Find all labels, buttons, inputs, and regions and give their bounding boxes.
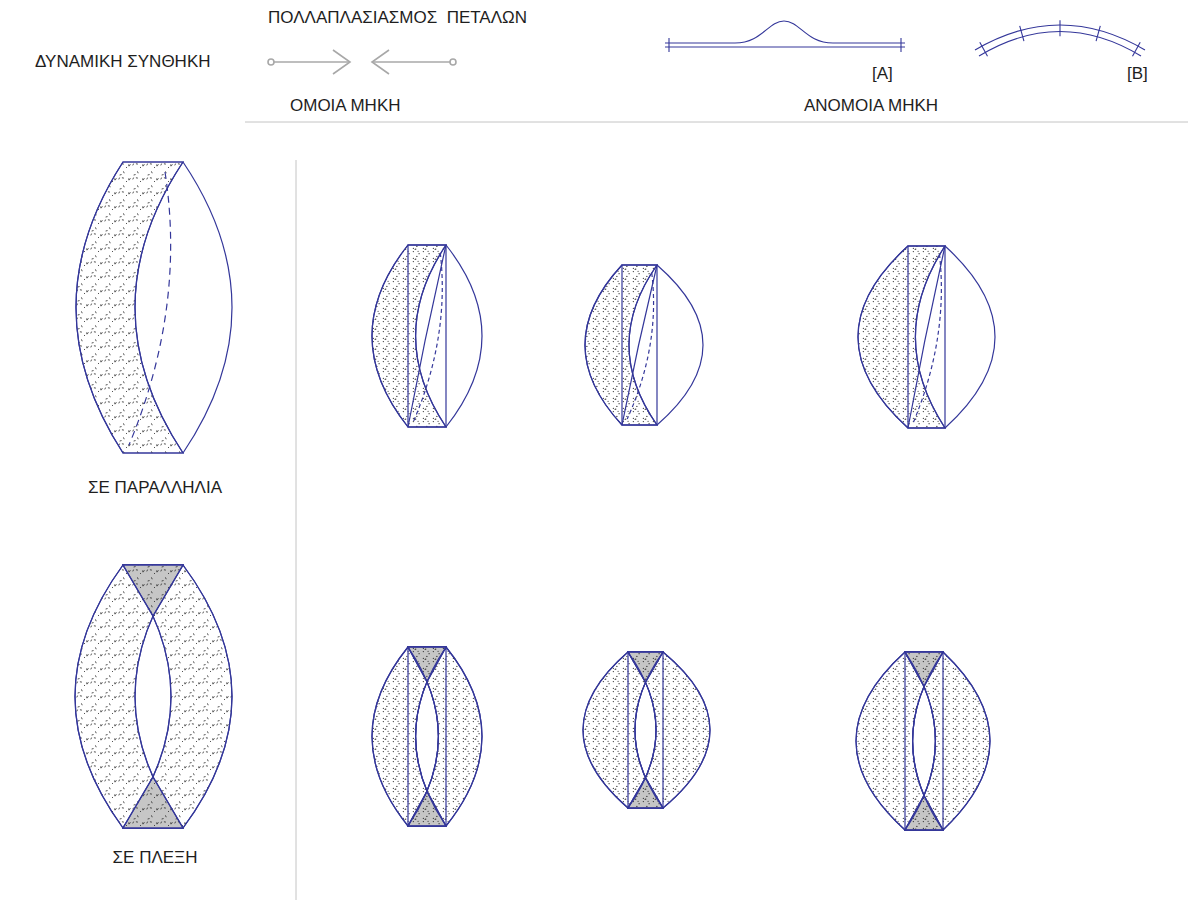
variant-label: [B] [1127, 64, 1148, 84]
petal-outline [905, 652, 943, 830]
petal-outline [408, 647, 446, 682]
strip-symbol [975, 20, 1145, 56]
petal-outline [76, 162, 183, 453]
petal-outline [628, 652, 656, 808]
braided-petals [372, 647, 482, 826]
petal-outline [183, 162, 232, 453]
petal-outline [408, 245, 446, 427]
petal-outline [628, 778, 663, 808]
petal-outline [123, 777, 183, 828]
petal-outline [408, 647, 446, 826]
variant-label: [A] [872, 64, 893, 84]
parallel-petals [585, 265, 703, 425]
strip-symbol [665, 21, 905, 52]
petal-outline [628, 652, 663, 682]
petal-outline [123, 565, 183, 616]
parallel-petals [858, 246, 995, 428]
condition-label: ΔΥΝΑΜΙΚΗ ΣΥΝΘΗΚΗ [35, 52, 211, 72]
petal-outline [414, 253, 443, 421]
petal-outline [408, 791, 446, 826]
petal-outline [945, 246, 995, 428]
petal-outline [905, 652, 935, 830]
petal-outline [408, 647, 482, 826]
petal-outline [627, 273, 653, 419]
petal-outline [905, 652, 990, 830]
petal-outline [628, 778, 663, 808]
petal-outline [408, 245, 446, 427]
petal-outline [908, 246, 945, 428]
petal-outline [858, 246, 945, 428]
petal-outline [914, 254, 942, 422]
petal-outline [913, 652, 943, 830]
divider [245, 122, 1188, 123]
braided-petals [583, 652, 710, 808]
parallel-petals [372, 245, 482, 427]
petal-outline [123, 777, 183, 828]
petal-outline [622, 265, 657, 425]
petal-outline [372, 245, 446, 427]
petal-outline [585, 265, 657, 425]
petal-outline [123, 565, 183, 616]
petal-outline [123, 565, 232, 828]
petal-outline [408, 791, 446, 826]
petal-outline [628, 652, 710, 808]
petal-outline [408, 647, 446, 682]
converging-arrows [268, 50, 456, 74]
petal-outline [408, 647, 482, 826]
petal-outline [905, 652, 943, 686]
divider [296, 160, 297, 900]
petal-outline [416, 647, 446, 826]
petal-outline [628, 652, 710, 808]
row-label: ΣΕ ΠΛΕΞΗ [113, 848, 198, 868]
group-label: ΑΝΟΜΟΙΑ ΜΗΚΗ [804, 96, 938, 116]
petal-outline [905, 652, 990, 830]
braided-petals [75, 565, 232, 828]
row-label: ΣΕ ΠΑΡΑΛΛΗΛΙΑ [88, 478, 222, 498]
petal-outline [858, 246, 945, 428]
petal-outline [905, 796, 943, 830]
parallel-petals [76, 162, 232, 453]
petal-outline [905, 796, 943, 830]
petal-outline [372, 245, 446, 427]
petal-outline [657, 265, 703, 425]
group-label: ΟΜΟΙΑ ΜΗΚΗ [290, 96, 401, 116]
braided-petals [856, 652, 990, 830]
petal-outline [628, 652, 663, 682]
petal-outline [446, 245, 482, 427]
petal-outline [123, 565, 232, 828]
petal-outline [628, 652, 663, 808]
petal-outline [908, 246, 945, 428]
petal-outline [622, 265, 657, 425]
petal-outline [905, 652, 943, 686]
petal-outline [76, 162, 183, 453]
petal-outline [408, 647, 438, 826]
petal-outline [129, 172, 171, 445]
petal-outline [585, 265, 657, 425]
heading: ΠΟΛΛΑΠΛΑΣΙΑΣΜΟΣ ΠΕΤΑΛΩΝ [268, 8, 527, 28]
petal-outline [635, 652, 663, 808]
